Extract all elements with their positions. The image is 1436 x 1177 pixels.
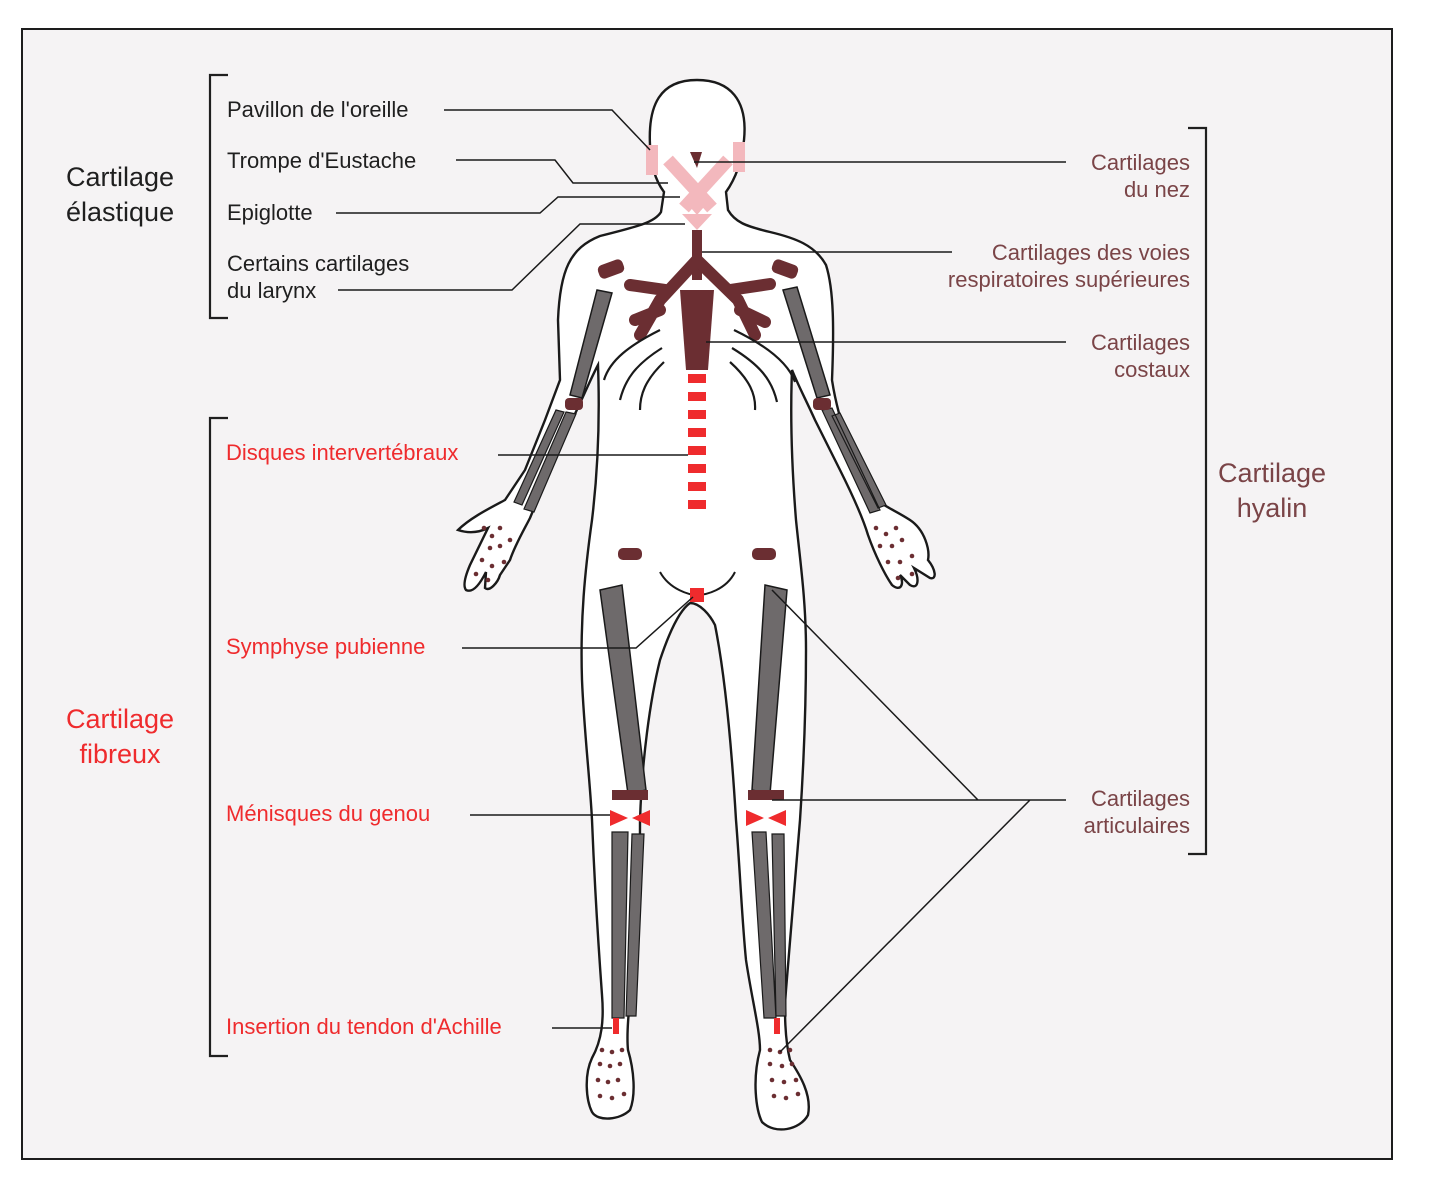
pubic-symphysis: [690, 588, 704, 602]
achilles-left: [613, 1018, 619, 1034]
hip-cartilage-right: [752, 548, 776, 560]
label-cartilages-nez: Cartilages du nez: [1091, 149, 1190, 203]
label-symphyse-pubienne: Symphyse pubienne: [226, 633, 425, 660]
label-cartilages-articulaires: Cartilages articulaires: [1084, 785, 1190, 839]
label-voies-respiratoires: Cartilages des voies respiratoires supér…: [948, 239, 1190, 293]
label-voies-line2: respiratoires supérieures: [948, 266, 1190, 293]
label-larynx-line1: Certains cartilages: [227, 250, 409, 277]
knee-cartilage-right: [748, 790, 784, 800]
hyalin-bracket: [1188, 128, 1206, 854]
achilles-right: [774, 1018, 780, 1034]
elbow-cartilage-right: [813, 398, 831, 410]
leader-articulaires: [772, 590, 1066, 1052]
label-tendon-achille: Insertion du tendon d'Achille: [226, 1013, 502, 1040]
leader-pavillon: [444, 110, 650, 150]
fibreux-group-label: Cartilage fibreux: [66, 702, 174, 772]
hyalin-group-label: Cartilage hyalin: [1218, 456, 1326, 526]
ear-cartilage-left: [646, 145, 658, 175]
fibreux-bracket: [210, 418, 228, 1056]
label-larynx-line2: du larynx: [227, 277, 409, 304]
label-articulaires-line1: Cartilages: [1084, 785, 1190, 812]
label-larynx: Certains cartilages du larynx: [227, 250, 409, 304]
elbow-cartilage-left: [565, 398, 583, 410]
ear-cartilage-right: [733, 142, 745, 172]
fibreux-group-line2: fibreux: [66, 737, 174, 772]
label-epiglotte: Epiglotte: [227, 199, 313, 226]
knee-cartilage-left: [612, 790, 648, 800]
label-pavillon-oreille: Pavillon de l'oreille: [227, 96, 409, 123]
elastique-group-line2: élastique: [66, 195, 174, 230]
label-menisques-genou: Ménisques du genou: [226, 800, 430, 827]
leader-epiglotte: [336, 197, 680, 213]
spine: [688, 370, 706, 520]
leader-trompe: [456, 160, 668, 183]
elastique-bracket: [210, 75, 228, 318]
hip-cartilage-left: [618, 548, 642, 560]
hyalin-group-line1: Cartilage: [1218, 456, 1326, 491]
label-trompe-eustache: Trompe d'Eustache: [227, 147, 416, 174]
label-nez-line2: du nez: [1091, 176, 1190, 203]
hyalin-group-line2: hyalin: [1218, 491, 1326, 526]
elastique-group-label: Cartilage élastique: [66, 160, 174, 230]
label-voies-line1: Cartilages des voies: [948, 239, 1190, 266]
label-disques-intervertebraux: Disques intervertébraux: [226, 439, 458, 466]
label-articulaires-line2: articulaires: [1084, 812, 1190, 839]
label-costaux-line2: costaux: [1091, 356, 1190, 383]
label-nez-line1: Cartilages: [1091, 149, 1190, 176]
fibreux-group-line1: Cartilage: [66, 702, 174, 737]
label-costaux-line1: Cartilages: [1091, 329, 1190, 356]
label-cartilages-costaux: Cartilages costaux: [1091, 329, 1190, 383]
elastique-group-line1: Cartilage: [66, 160, 174, 195]
